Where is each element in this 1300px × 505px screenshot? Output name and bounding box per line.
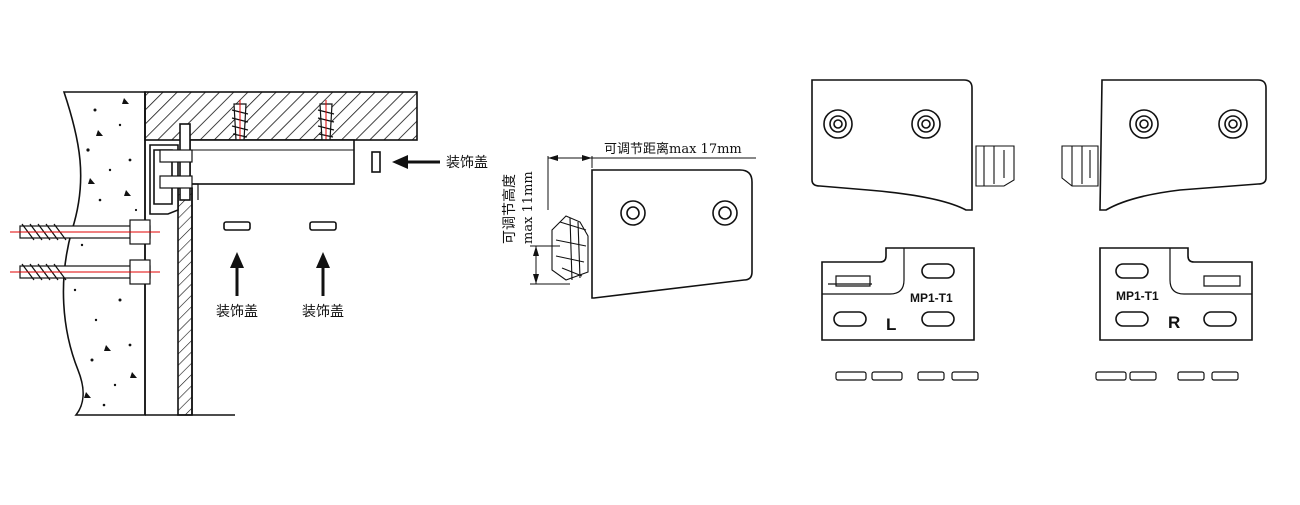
hanger-right-assembly bbox=[1061, 79, 1267, 381]
hanger-left-assembly bbox=[811, 79, 1015, 381]
side-label-right: R bbox=[1168, 313, 1180, 332]
hanger-plate-left bbox=[811, 79, 973, 211]
cover-cap-bottom-left bbox=[223, 221, 251, 231]
cover-cap-side bbox=[371, 151, 381, 173]
model-label-left: MP1-T1 bbox=[910, 291, 953, 305]
mount-plate-right bbox=[1099, 247, 1253, 341]
concrete-speckles bbox=[73, 98, 138, 407]
label-cover-bottom-right: 装饰盖 bbox=[302, 304, 344, 320]
side-panel bbox=[177, 187, 193, 416]
label-adjust-distance: 可调节距离max 17mm bbox=[604, 141, 742, 157]
hanger-plate-side bbox=[591, 169, 753, 299]
adjustment-view bbox=[530, 155, 756, 299]
adjuster-mechanism bbox=[551, 215, 589, 281]
label-cover-bottom-left: 装饰盖 bbox=[216, 304, 258, 320]
arrow-up-icon bbox=[230, 252, 244, 268]
concrete-wall bbox=[62, 91, 146, 416]
hanger-rail bbox=[189, 139, 355, 185]
cover-caps-right bbox=[1095, 371, 1239, 381]
section-view bbox=[10, 91, 440, 416]
label-adjust-height-max: max 11mm bbox=[521, 171, 536, 244]
arrow-left-icon bbox=[392, 155, 408, 169]
label-adjust-height: 可调节高度 bbox=[501, 174, 518, 244]
side-label-left: L bbox=[886, 315, 896, 334]
label-cover-right: 装饰盖 bbox=[446, 155, 488, 171]
model-label-right: MP1-T1 bbox=[1116, 289, 1159, 303]
mount-plate-left bbox=[821, 247, 975, 341]
cover-cap-bottom-right bbox=[309, 221, 337, 231]
arrow-up-icon bbox=[316, 252, 330, 268]
cover-caps-left bbox=[835, 371, 979, 381]
hanger-plate-right bbox=[1099, 79, 1267, 211]
adjuster-tab-right bbox=[1061, 145, 1099, 187]
adjuster-tab-left bbox=[975, 145, 1015, 187]
